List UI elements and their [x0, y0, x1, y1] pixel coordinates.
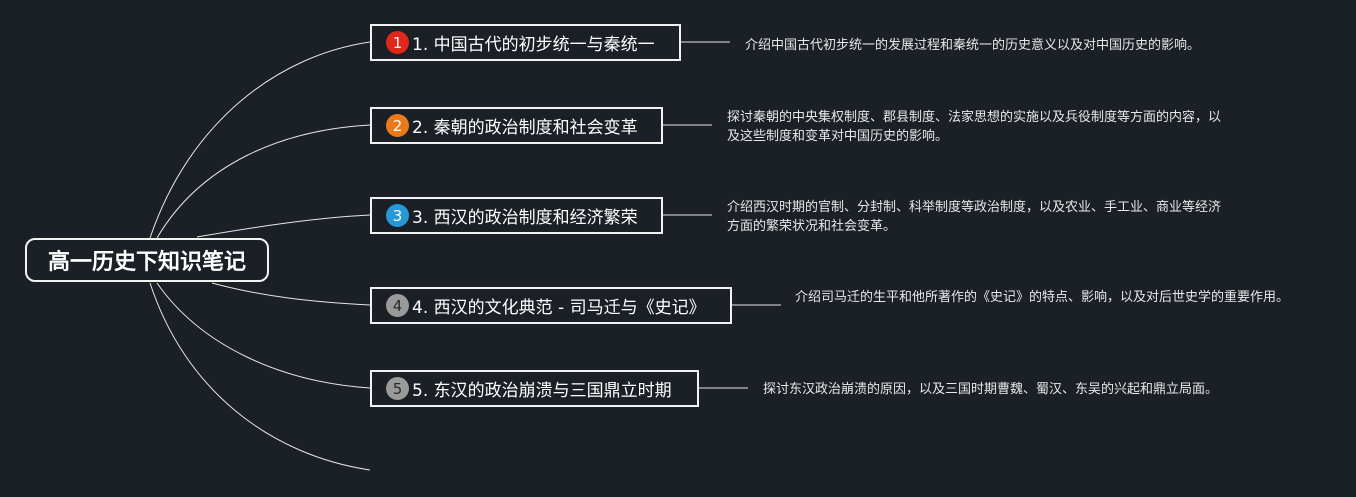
topic-4[interactable]: 4 4. 西汉的文化典范 - 司马迁与《史记》	[370, 287, 732, 324]
connector-branch-6	[149, 282, 371, 471]
connector-topic-1	[149, 41, 371, 239]
topic-3-label: 3. 西汉的政治制度和经济繁荣	[412, 208, 638, 228]
connector-topic-3	[196, 214, 371, 238]
connector-topic-4	[211, 282, 371, 306]
topic-5[interactable]: 5 5. 东汉的政治崩溃与三国鼎立时期	[370, 370, 699, 407]
connector-topic-2	[156, 124, 371, 239]
priority-3-icon: 3	[386, 204, 409, 227]
topic-4-note: 介绍司马迁的生平和他所著作的《史记》的特点、影响，以及对后世史学的重要作用。	[795, 290, 1290, 305]
topic-5-label: 5. 东汉的政治崩溃与三国鼎立时期	[412, 381, 672, 401]
priority-2-icon: 2	[386, 114, 409, 137]
priority-5-icon: 5	[386, 377, 409, 400]
root-topic-title: 高一历史下知识笔记	[47, 250, 246, 275]
topic-5-note: 探讨东汉政治崩溃的原因，以及三国时期曹魏、蜀汉、东吴的兴起和鼎立局面。	[763, 382, 1219, 397]
connector-topic-5	[156, 282, 371, 389]
topic-2-note: 探讨秦朝的中央集权制度、郡县制度、法家思想的实施以及兵役制度等方面的内容，以及这…	[727, 110, 1222, 144]
priority-1-icon: 1	[386, 31, 409, 54]
topic-2-label: 2. 秦朝的政治制度和社会变革	[412, 118, 638, 138]
topic-3[interactable]: 3 3. 西汉的政治制度和经济繁荣	[370, 197, 663, 234]
root-topic[interactable]: 高一历史下知识笔记	[25, 238, 269, 282]
priority-4-icon: 4	[386, 294, 409, 317]
topic-1-note: 介绍中国古代初步统一的发展过程和秦统一的历史意义以及对中国历史的影响。	[745, 38, 1201, 53]
topic-3-note: 介绍西汉时期的官制、分封制、科举制度等政治制度，以及农业、手工业、商业等经济方面…	[727, 200, 1222, 234]
topic-4-label: 4. 西汉的文化典范 - 司马迁与《史记》	[412, 298, 706, 318]
topic-1[interactable]: 1 1. 中国古代的初步统一与秦统一	[370, 24, 681, 61]
topic-1-label: 1. 中国古代的初步统一与秦统一	[412, 35, 655, 55]
topic-2[interactable]: 2 2. 秦朝的政治制度和社会变革	[370, 107, 663, 144]
